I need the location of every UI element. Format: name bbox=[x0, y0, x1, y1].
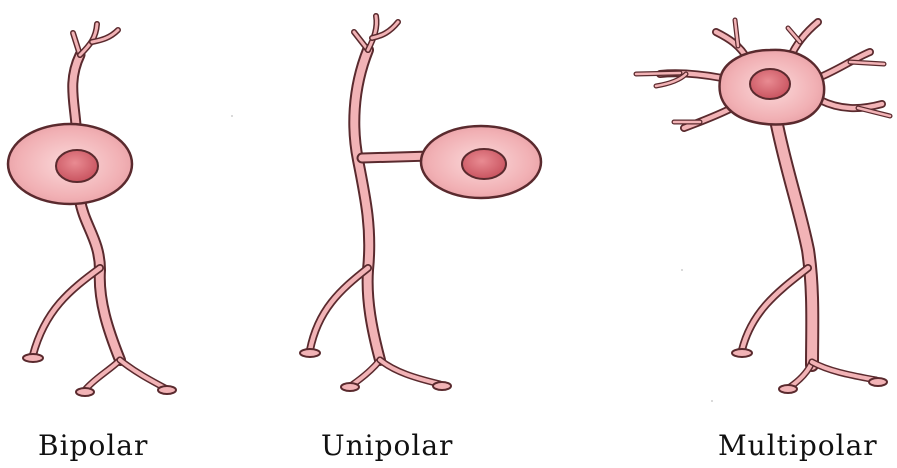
bipolar-nucleus bbox=[56, 150, 98, 182]
bipolar-dendrite bbox=[73, 24, 118, 125]
multipolar-neuron bbox=[636, 20, 890, 393]
unipolar-nucleus bbox=[462, 149, 506, 179]
unipolar-label: Unipolar bbox=[321, 432, 453, 460]
bipolar-neuron bbox=[8, 24, 176, 396]
multipolar-axon bbox=[732, 120, 887, 393]
multipolar-nucleus bbox=[750, 69, 790, 99]
speck bbox=[231, 115, 233, 117]
speck bbox=[711, 400, 713, 402]
unipolar-neuron bbox=[300, 16, 541, 391]
speck bbox=[681, 269, 683, 271]
bipolar-label: Bipolar bbox=[38, 432, 148, 460]
unipolar-process bbox=[300, 16, 451, 391]
bipolar-axon bbox=[23, 200, 176, 396]
multipolar-label: Multipolar bbox=[718, 432, 878, 460]
